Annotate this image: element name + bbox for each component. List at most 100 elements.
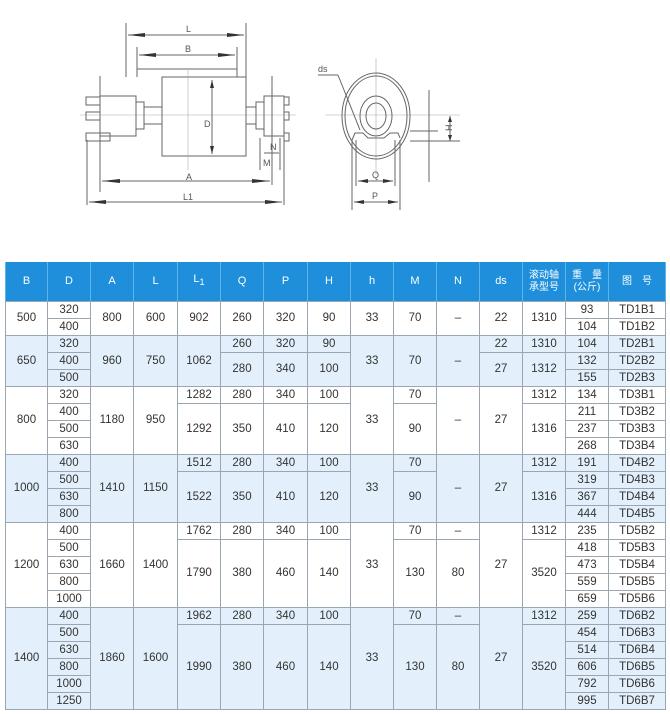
cell-Q: 280 xyxy=(220,454,264,472)
cell-D: 800 xyxy=(47,573,91,591)
cell-weight: 792 xyxy=(565,675,609,693)
cell-M: 130 xyxy=(393,624,437,710)
cell-bearing: 3520 xyxy=(522,539,566,608)
header-bearing-model: 滚动轴承型号 xyxy=(522,262,566,302)
svg-text:M: M xyxy=(263,158,271,168)
cell-B: 800 xyxy=(5,386,48,455)
cell-A: 1660 xyxy=(90,522,134,608)
cell-weight: 454 xyxy=(565,624,609,642)
cell-D: 400 xyxy=(47,607,91,625)
svg-text:P: P xyxy=(372,191,378,201)
cell-L: 1600 xyxy=(133,607,178,710)
cell-M: 70 xyxy=(393,522,437,540)
side-view xyxy=(80,23,296,205)
cell-N: 80 xyxy=(436,624,480,710)
cell-bearing: 3520 xyxy=(522,624,566,710)
table-row: 630 473 TD5B4 xyxy=(6,556,666,574)
cell-A: 800 xyxy=(90,301,134,336)
cell-D: 800 xyxy=(47,658,91,676)
cell-ds: 27 xyxy=(479,607,523,710)
svg-text:D: D xyxy=(204,119,211,129)
cell-weight: 514 xyxy=(565,641,609,659)
cell-M: 90 xyxy=(393,471,437,523)
cell-N: – xyxy=(436,522,480,540)
cell-D: 500 xyxy=(47,369,91,387)
cell-D: 400 xyxy=(47,403,91,421)
header-N: N xyxy=(436,262,480,302)
header-weight: 重 量(公斤) xyxy=(565,262,609,302)
cell-drawing-no: TD5B3 xyxy=(608,539,666,557)
table-row: 500 1522 350 410 120 90 1316 319 TD4B3 xyxy=(6,471,666,523)
cell-H: 90 xyxy=(307,335,351,353)
side-view-labels: L B D A L1 M N xyxy=(183,24,277,202)
cell-bearing: 1310 xyxy=(522,301,566,336)
cell-weight: 211 xyxy=(565,403,609,421)
cell-H: 100 xyxy=(307,386,351,404)
cell-L1: 1762 xyxy=(177,522,221,540)
dimension-arrows xyxy=(89,33,282,204)
header-L1: L1 xyxy=(177,262,221,302)
cell-H: 140 xyxy=(307,539,351,608)
cell-bearing: 1316 xyxy=(522,403,566,455)
cell-P: 410 xyxy=(263,403,308,455)
cell-P: 320 xyxy=(263,301,308,336)
cell-P: 340 xyxy=(263,386,308,404)
cell-Q: 380 xyxy=(220,624,264,710)
cell-L1: 1292 xyxy=(177,403,221,455)
cell-L: 600 xyxy=(133,301,178,336)
cell-A: 1860 xyxy=(90,607,134,710)
cell-drawing-no: TD3B1 xyxy=(608,386,666,404)
svg-text:B: B xyxy=(185,44,191,54)
cell-L1: 1962 xyxy=(177,607,221,625)
cell-A: 1180 xyxy=(90,386,134,455)
cell-L: 1150 xyxy=(133,454,178,523)
cell-M: 70 xyxy=(393,386,437,404)
cell-weight: 995 xyxy=(565,692,609,710)
cell-L: 1400 xyxy=(133,522,178,608)
cell-H: 120 xyxy=(307,471,351,523)
cell-drawing-no: TD6B5 xyxy=(608,658,666,676)
cell-weight: 259 xyxy=(565,607,609,625)
header-L1-sub: 1 xyxy=(199,277,205,288)
cell-M: 90 xyxy=(393,403,437,455)
header-M: M xyxy=(393,262,437,302)
table-row: 800 559 TD5B5 xyxy=(6,573,666,591)
cell-bearing: 1312 xyxy=(522,522,566,540)
cell-bearing: 1312 xyxy=(522,607,566,625)
table-row: 1200 400 1660 1400 1762 280 340 100 33 7… xyxy=(5,522,666,608)
cell-h: 33 xyxy=(350,454,394,523)
spec-table: B D A L L1 Q P H h M N ds 滚动轴承型号 重 量(公斤)… xyxy=(5,262,666,710)
header-weight-line2: (公斤) xyxy=(573,281,601,293)
cell-A: 1410 xyxy=(90,454,134,523)
cell-ds: 22 xyxy=(479,301,523,336)
cell-L1: 1282 xyxy=(177,386,221,404)
table-row: 1400 400 1860 1600 1962 280 340 100 33 7… xyxy=(5,607,666,710)
table-row: 630 268 TD3B4 xyxy=(6,437,666,455)
cell-M: 70 xyxy=(393,301,437,336)
cell-H: 100 xyxy=(307,454,351,472)
cell-drawing-no: TD6B3 xyxy=(608,624,666,642)
cell-D: 500 xyxy=(47,539,91,557)
cell-Q: 350 xyxy=(220,471,264,523)
cell-Q: 280 xyxy=(220,386,264,404)
table-row: 500 155 TD2B3 xyxy=(6,369,666,387)
cell-P: 410 xyxy=(263,471,308,523)
cell-Q: 350 xyxy=(220,403,264,455)
cell-weight: 155 xyxy=(565,369,609,387)
cell-drawing-no: TD6B2 xyxy=(608,607,666,625)
cell-B: 1200 xyxy=(5,522,48,608)
cell-Q: 280 xyxy=(220,522,264,540)
cell-Q: 260 xyxy=(220,301,264,336)
table-row: 500 1790 380 460 140 130 80 3520 418 TD5… xyxy=(6,539,666,608)
cell-D: 1000 xyxy=(47,590,91,608)
table-row: 630 367 TD4B4 xyxy=(6,488,666,506)
cell-D: 630 xyxy=(47,556,91,574)
cell-P: 460 xyxy=(263,539,308,608)
cell-weight: 237 xyxy=(565,420,609,438)
cell-N: – xyxy=(436,386,480,455)
cell-weight: 559 xyxy=(565,573,609,591)
table-row: 650 320 960 750 1062 260 320 90 33 70 – … xyxy=(5,335,666,387)
cell-h: 33 xyxy=(350,335,394,387)
cell-drawing-no: TD6B4 xyxy=(608,641,666,659)
cell-weight: 418 xyxy=(565,539,609,557)
